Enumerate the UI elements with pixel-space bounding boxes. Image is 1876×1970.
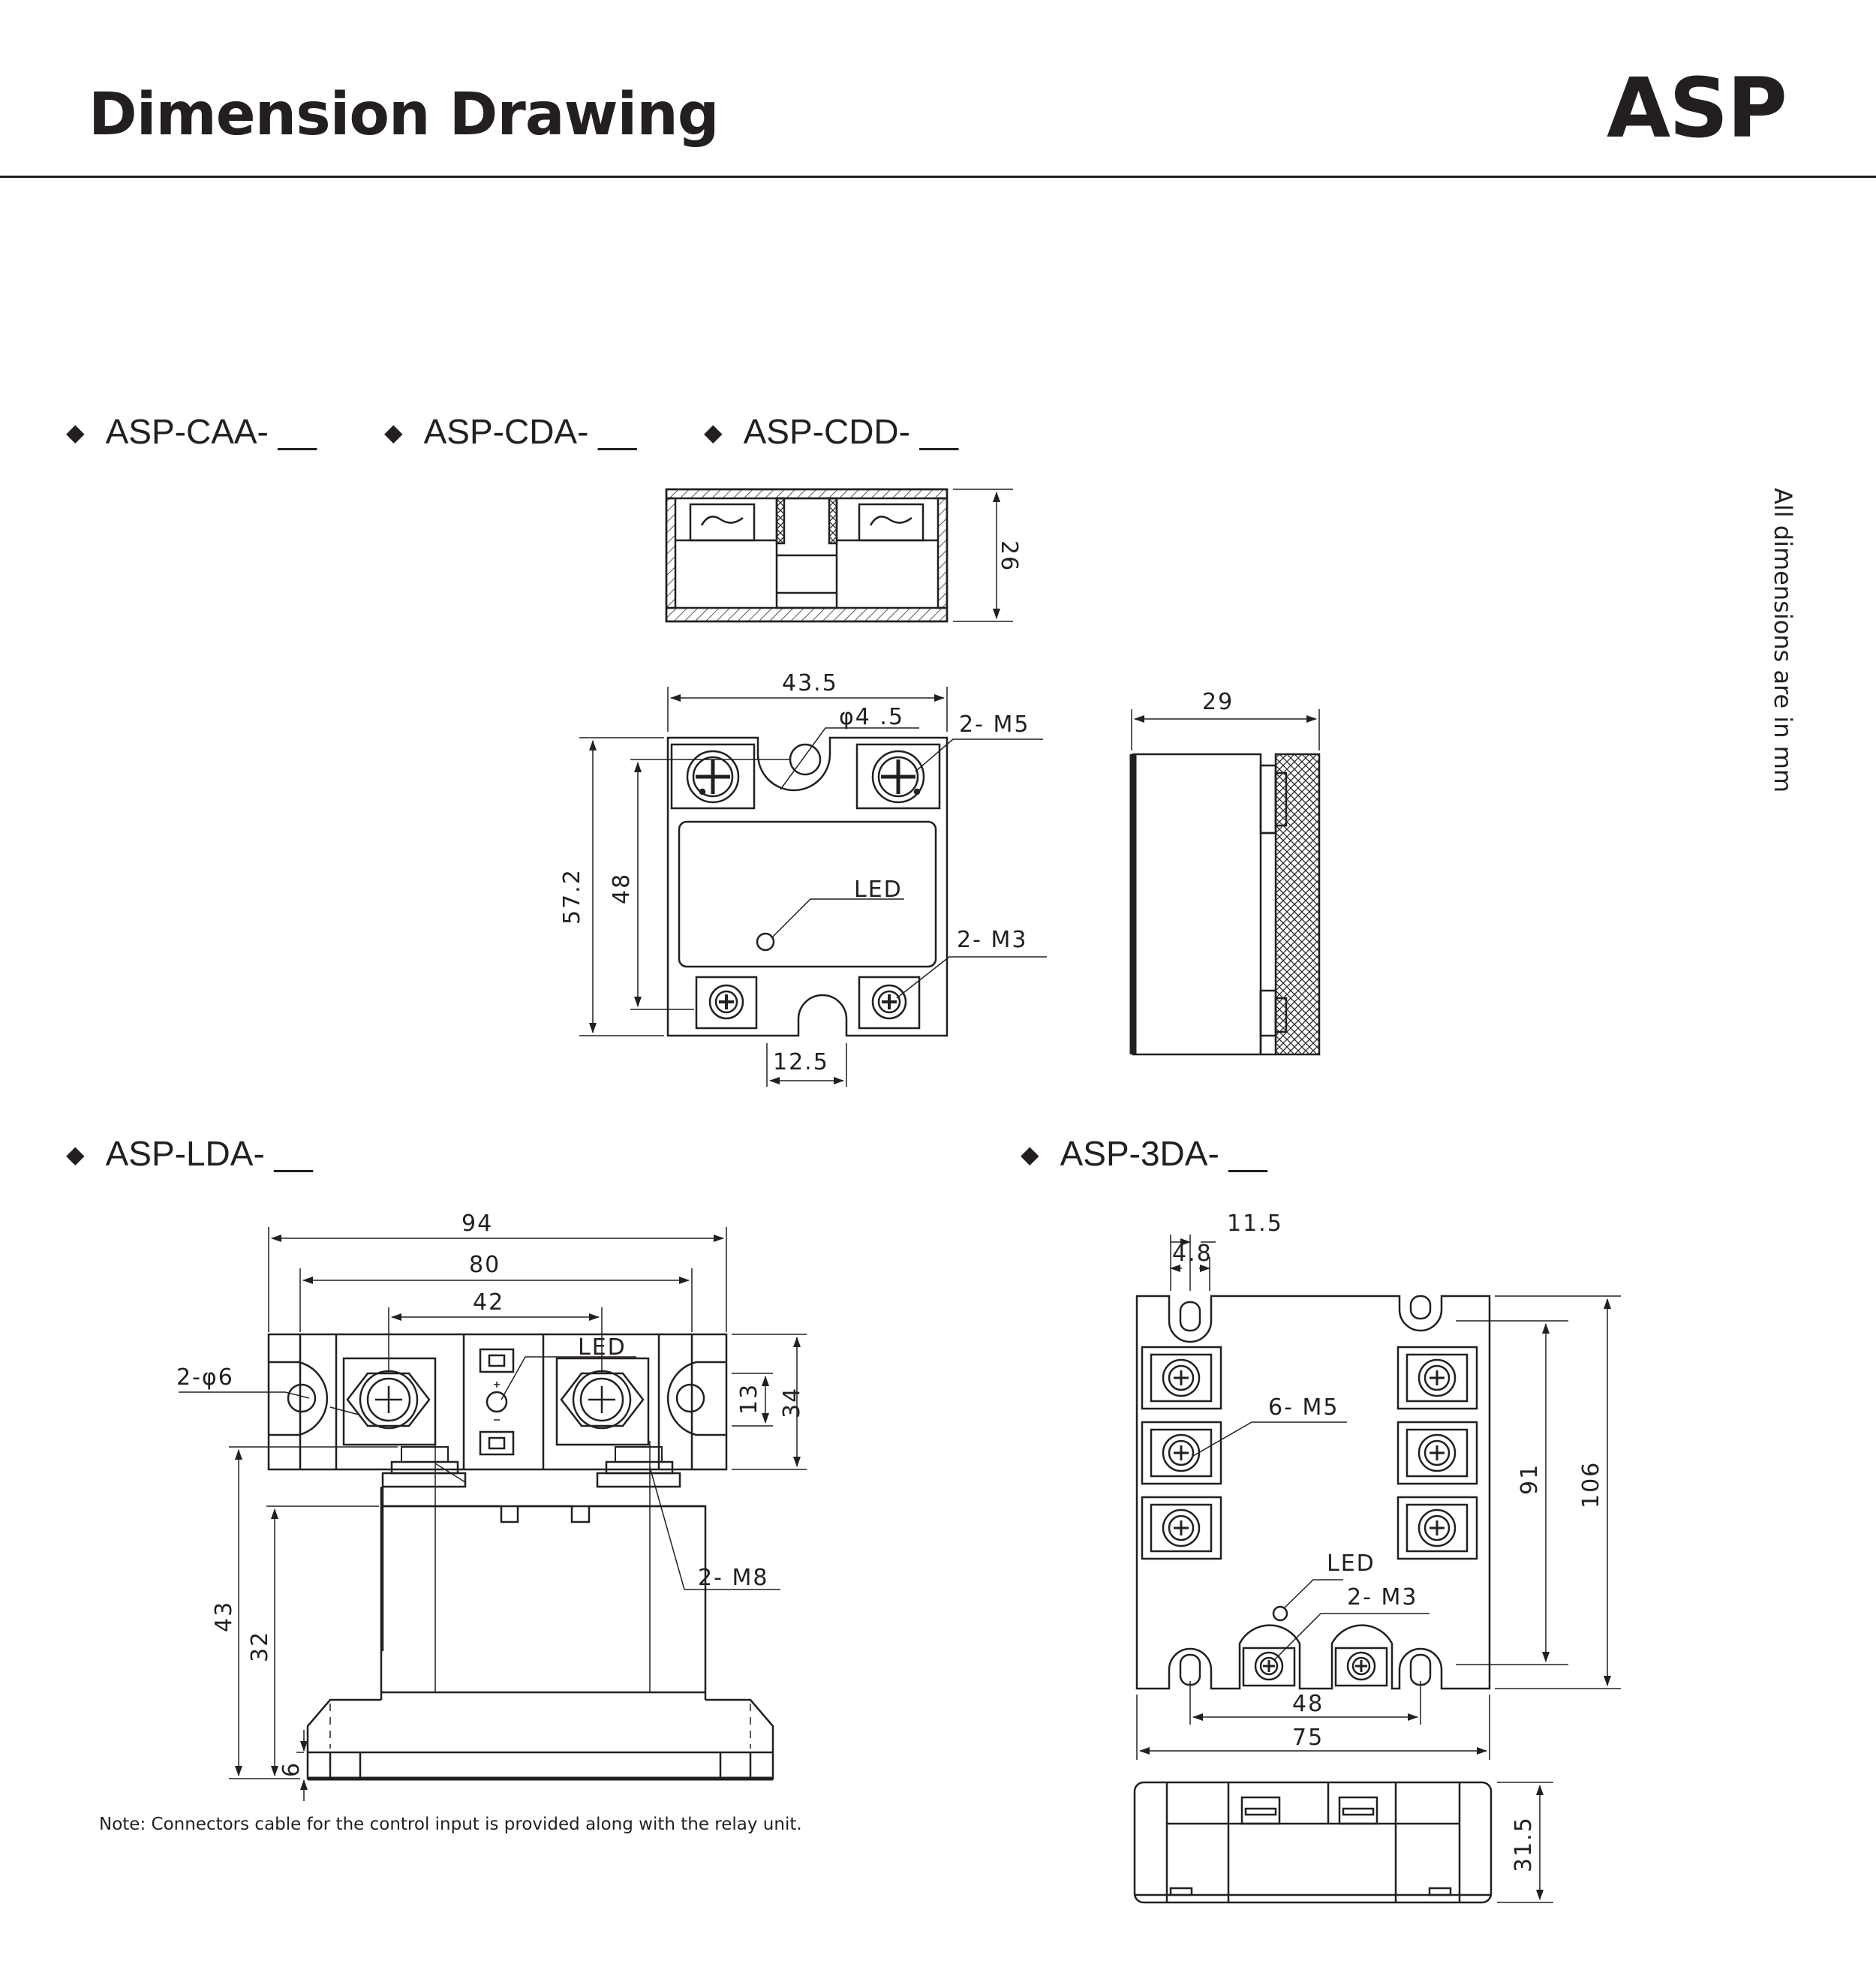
dimension-26: [953, 489, 1013, 622]
lda-side-dimensions: [229, 1446, 780, 1801]
label-power-terminals: 6- M5: [1268, 1394, 1339, 1421]
dim-label-12.5: 12.5: [773, 1049, 829, 1075]
lda-top-dimensions: [179, 1227, 807, 1470]
dim-label-34: 34: [779, 1387, 805, 1418]
page-title: Dimension Drawing: [89, 81, 720, 149]
dim-label-4.8: 4.8: [1172, 1241, 1213, 1267]
dim-label-32: 32: [247, 1631, 273, 1662]
section-heading-cdd: ◆ASP-CDD- __: [704, 412, 958, 451]
dim-label-13: 13: [736, 1383, 762, 1415]
label-terminals: 2- M8: [698, 1565, 768, 1591]
single-top-view: [666, 736, 949, 1037]
tda-top-view: [1135, 1295, 1491, 1690]
single-depth-view: [1129, 753, 1321, 1056]
dim-label-94: 94: [461, 1211, 493, 1237]
footnote: Note: Connectors cable for the control i…: [99, 1815, 802, 1834]
label-led: LED: [578, 1334, 627, 1361]
dim-label-29: 29: [1202, 689, 1234, 715]
dim-label-48: 48: [1292, 1691, 1324, 1717]
dim-label-75: 75: [1292, 1725, 1324, 1751]
single-top-dimensions: [579, 687, 1047, 1087]
label-mount-holes: 2-φ6: [176, 1364, 234, 1391]
dim-label-43: 43: [211, 1601, 237, 1632]
tda-terminals: [1141, 1346, 1478, 1687]
diamond-bullet-icon: ◆: [704, 419, 723, 446]
label-hole-diameter: φ4 .5: [839, 704, 904, 730]
tda-side-view: [1133, 1781, 1493, 1904]
section-heading-cda: ◆ASP-CDA- __: [384, 412, 637, 451]
dim-label-26: 26: [996, 540, 1022, 572]
diamond-bullet-icon: ◆: [384, 419, 403, 446]
diamond-bullet-icon: ◆: [1021, 1141, 1039, 1168]
dim-label-57.2: 57.2: [559, 868, 585, 925]
lda-side-view: [306, 1441, 774, 1781]
label-power-terminals: 2- M5: [959, 711, 1030, 738]
dim-label-91: 91: [1517, 1463, 1543, 1495]
header-divider: [0, 176, 1876, 178]
single-side-view: [665, 488, 949, 623]
section-heading-lda: ◆ASP-LDA- __: [66, 1134, 313, 1173]
diamond-bullet-icon: ◆: [66, 1141, 85, 1168]
dim-label-42: 42: [473, 1289, 504, 1316]
brand-logo: ASP: [1607, 60, 1787, 156]
label-control-terminals: 2- M3: [957, 927, 1027, 953]
label-led: LED: [1327, 1550, 1375, 1577]
dim-label-11.5: 11.5: [1227, 1211, 1283, 1237]
dim-label-43.5: 43.5: [782, 670, 838, 696]
section-heading-3da: ◆ASP-3DA- __: [1021, 1134, 1267, 1173]
label-led: LED: [854, 877, 903, 903]
diamond-bullet-icon: ◆: [66, 419, 85, 446]
dim-label-48: 48: [609, 873, 635, 904]
dimension-29: [1131, 709, 1320, 750]
label-control-terminals: 2- M3: [1347, 1584, 1418, 1611]
dim-label-106: 106: [1578, 1461, 1604, 1508]
section-heading-caa: ◆ASP-CAA- __: [66, 412, 317, 451]
dim-label-6: 6: [278, 1761, 305, 1777]
tda-top-dimensions: [1136, 1235, 1621, 1760]
dim-label-31.5: 31.5: [1511, 1816, 1537, 1872]
dim-label-80: 80: [469, 1252, 501, 1278]
dimension-31.5: [1497, 1782, 1553, 1903]
lda-top-view: [267, 1333, 728, 1471]
